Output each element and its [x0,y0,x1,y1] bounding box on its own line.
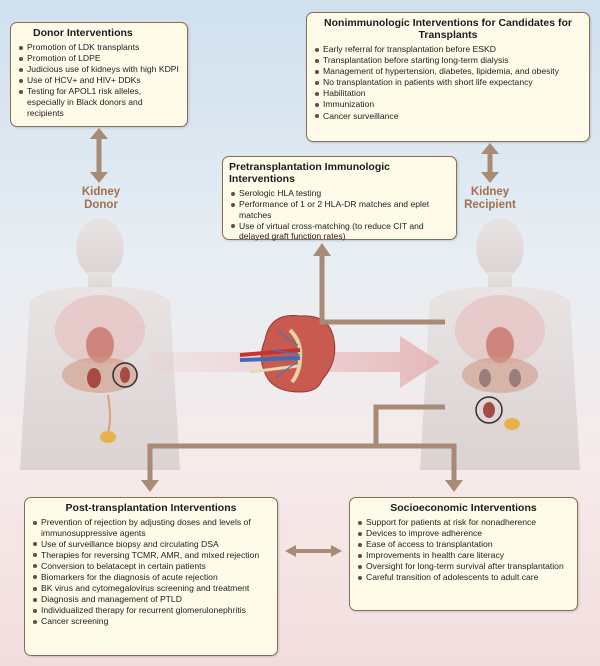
donor-interventions-list: Promotion of LDK transplants Promotion o… [11,42,187,118]
list-item: Conversion to belatacept in certain pati… [33,561,271,572]
pretransplantation-interventions-title: Pretransplantation Immunologic Intervent… [229,161,391,185]
posttransplant-socioeconomic-arrow [285,545,342,557]
list-item: Diagnosis and management of PTLD [33,594,271,605]
list-item: Immunization [315,99,583,110]
kidney-recipient-label-line2: Recipient [464,199,516,211]
recipient-body [420,218,580,470]
list-item: Prevention of rejection by adjusting dos… [33,517,271,538]
kidney-donor-label-line1: Kidney [81,186,121,198]
list-item: Oversight for long-term survival after t… [358,561,571,572]
list-item: Promotion of LDK transplants [19,42,181,53]
kidney-donor-label-line2: Donor [84,199,118,211]
list-item: Serologic HLA testing [231,188,450,199]
list-item: Biomarkers for the diagnosis of acute re… [33,572,271,583]
list-item: Judicious use of kidneys with high KDPI [19,64,181,75]
pretransplantation-interventions-box: Pretransplantation Immunologic Intervent… [222,156,457,242]
list-item: Performance of 1 or 2 HLA-DR matches and… [231,199,450,220]
list-item: Habilitation [315,88,583,99]
list-item: Testing for APOL1 risk alleles, especial… [19,86,181,118]
list-item: Improvements in health care literacy [358,550,571,561]
list-item: Cancer screening [33,616,271,627]
nonimmunologic-interventions-title: Nonimmunologic Interventions for Candida… [324,17,572,41]
list-item: Individualized therapy for recurrent glo… [33,605,271,616]
list-item: Use of virtual cross-matching (to reduce… [231,221,450,242]
nonimmunologic-interventions-box: Nonimmunologic Interventions for Candida… [306,12,590,142]
posttransplantation-interventions-list: Prevention of rejection by adjusting dos… [25,517,277,627]
donor-interventions-title: Donor Interventions [33,27,133,39]
list-item: Management of hypertension, diabetes, li… [315,66,583,77]
list-item: Careful transition of adolescents to adu… [358,572,571,583]
posttransplantation-interventions-title: Post-transplantation Interventions [65,502,237,514]
recipient-to-pretransplantation-arrow [313,243,445,325]
list-item: Promotion of LDPE [19,53,181,64]
posttransplantation-interventions-box: Post-transplantation Interventions Preve… [24,497,278,656]
socioeconomic-interventions-list: Support for patients at risk for nonadhe… [350,517,577,583]
list-item: Early referral for transplantation befor… [315,44,583,55]
donor-connector-arrow [90,128,108,183]
donor-body [20,218,180,470]
kidney-recipient-label: Kidney Recipient [455,186,525,212]
list-item: Use of HCV+ and HIV+ DDKs [19,75,181,86]
pretransplantation-interventions-list: Serologic HLA testing Performance of 1 o… [223,188,456,242]
list-item: Support for patients at risk for nonadhe… [358,517,571,528]
kidney-donor-label: Kidney Donor [66,186,136,212]
socioeconomic-interventions-title: Socioeconomic Interventions [390,502,537,514]
donor-interventions-box: Donor Interventions Promotion of LDK tra… [10,22,188,127]
list-item: BK virus and cytomegalovirus screening a… [33,583,271,594]
kidney-recipient-label-line1: Kidney [470,186,510,198]
list-item: Ease of access to transplantation [358,539,571,550]
list-item: Cancer surveillance [315,111,583,122]
list-item: Devices to improve adherence [358,528,571,539]
list-item: Therapies for reversing TCMR, AMR, and m… [33,550,271,561]
list-item: Use of surveillance biopsy and circulati… [33,539,271,550]
kidney-illustration [239,315,336,393]
list-item: Transplantation before starting long-ter… [315,55,583,66]
recipient-to-posttransplant-arrows [141,404,463,492]
recipient-connector-arrow [481,143,499,183]
list-item: No transplantation in patients with shor… [315,77,583,88]
nonimmunologic-interventions-list: Early referral for transplantation befor… [307,44,589,121]
socioeconomic-interventions-box: Socioeconomic Interventions Support for … [349,497,578,611]
